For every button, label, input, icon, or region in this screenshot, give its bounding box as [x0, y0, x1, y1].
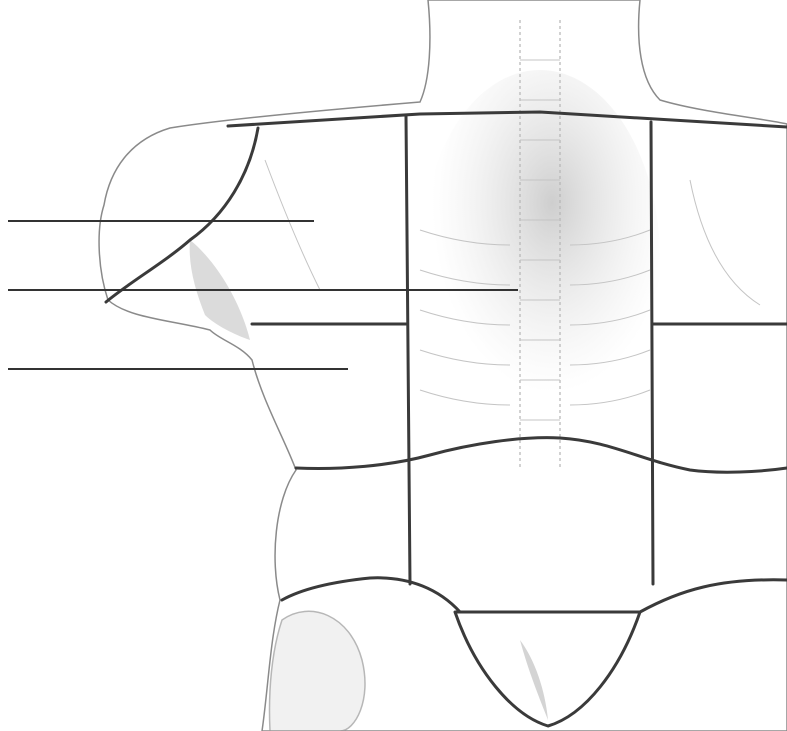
gluteal-shadow	[520, 640, 548, 720]
right-scapula-outline	[690, 180, 760, 305]
left-vertical-line	[406, 116, 410, 584]
left-scapula-outline	[265, 160, 320, 290]
torso-silhouette	[99, 0, 787, 731]
iliac-crest-line	[282, 578, 787, 612]
left-buttock	[270, 611, 365, 731]
deltoid-boundary	[106, 128, 258, 302]
right-vertical-line	[651, 122, 653, 584]
sacral-triangle	[455, 612, 640, 726]
